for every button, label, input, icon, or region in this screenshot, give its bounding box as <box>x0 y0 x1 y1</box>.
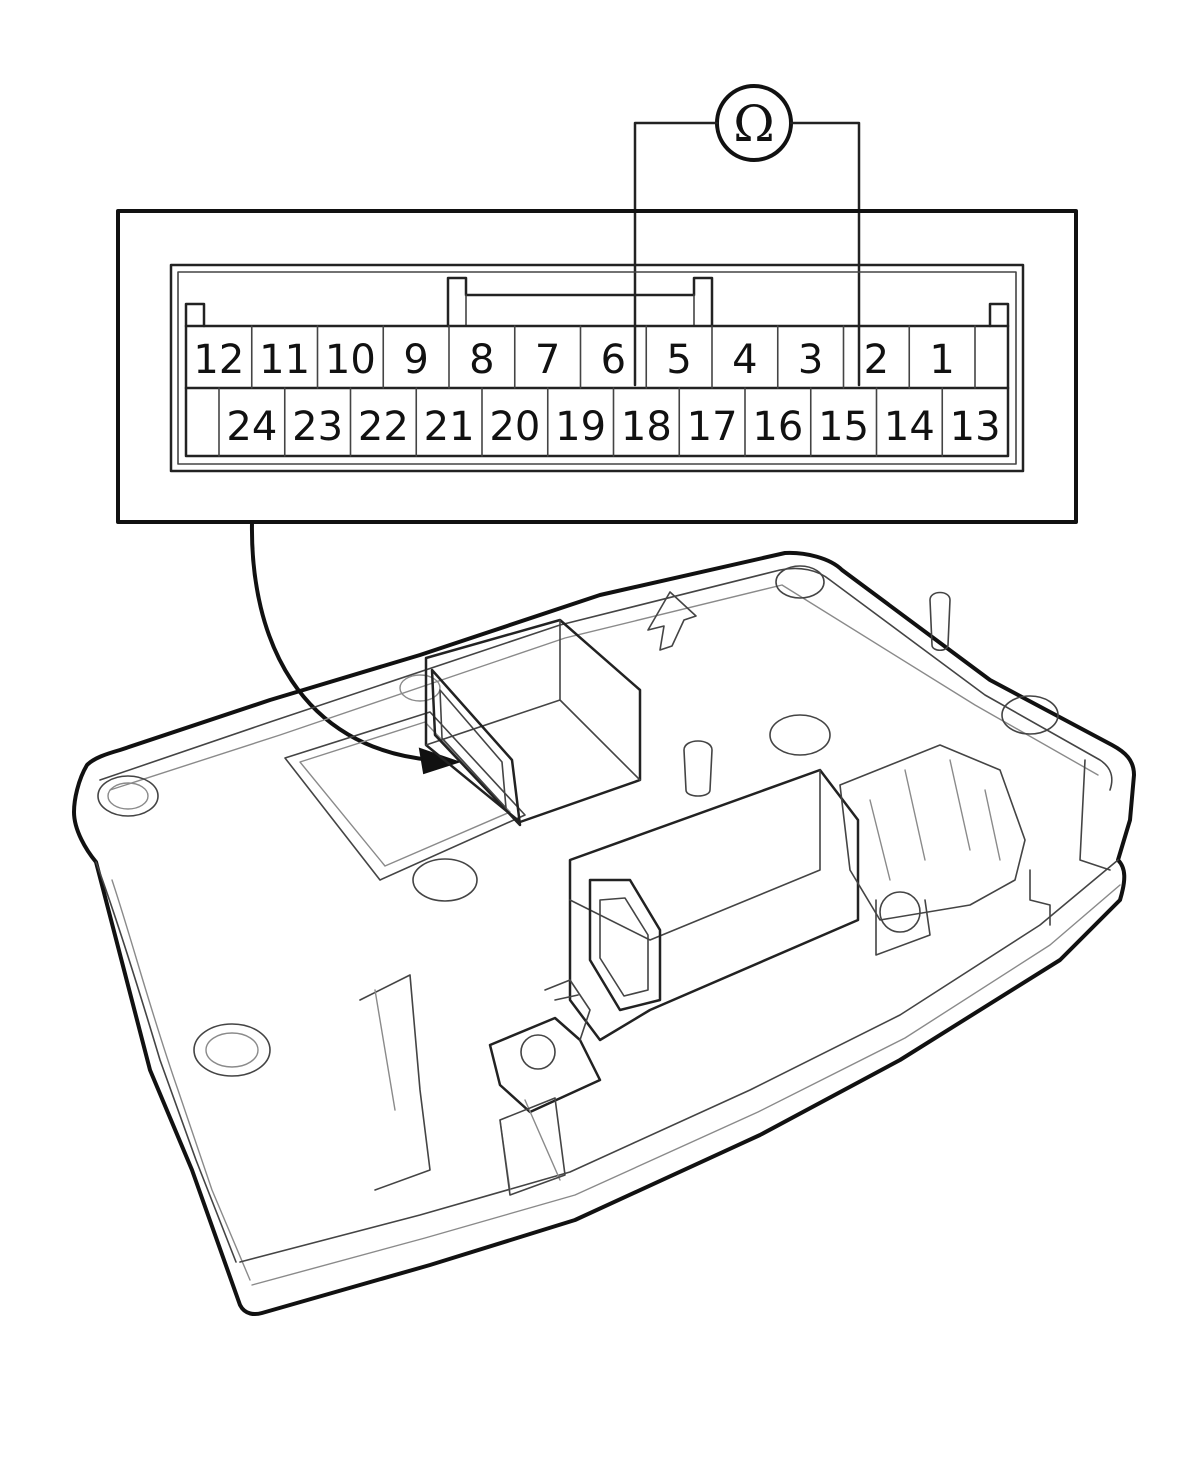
clip-notch <box>499 1097 566 1196</box>
bracket-block-edge <box>569 769 821 941</box>
pin-label-top: 8 <box>469 337 494 383</box>
probe-lead-right <box>789 121 861 387</box>
unit-bottom-edge-2 <box>251 884 1121 1286</box>
connector-lock-tab <box>446 276 714 328</box>
connector-guide-right <box>988 302 1010 390</box>
lower-wall <box>359 974 431 1191</box>
pin-label-bottom: 13 <box>950 404 1001 450</box>
mount-boss <box>193 1023 271 1077</box>
pin-label-top: 2 <box>864 337 889 383</box>
pin-label-bottom: 17 <box>687 404 738 450</box>
pin-label-bottom: 23 <box>292 404 343 450</box>
unit-top-rim-inner <box>109 584 1099 791</box>
pins-bottom-row: 24 23 22 21 20 19 18 17 16 15 14 13 <box>226 387 1001 457</box>
pin-label-top: 9 <box>403 337 428 383</box>
pin-label-bottom: 24 <box>226 404 277 450</box>
pin-label-bottom: 18 <box>621 404 672 450</box>
mount-boss <box>205 1032 259 1068</box>
socket-housing <box>424 618 642 824</box>
lower-wall-2 <box>374 989 561 1191</box>
locating-peg <box>929 591 951 652</box>
unit-right-step-2 <box>1079 759 1111 871</box>
pin-label-top: 10 <box>325 337 376 383</box>
ground-terminal <box>488 1016 602 1114</box>
connector-body-outer <box>169 263 1025 473</box>
bracket-window <box>588 878 662 1012</box>
right-cavity-ribs <box>869 759 1001 881</box>
switch-unit <box>72 550 1136 1316</box>
socket-opening-inner <box>439 689 507 809</box>
right-cavity <box>839 744 1026 921</box>
pin-label-top: 11 <box>259 337 310 383</box>
unit-front-edge-2 <box>111 879 251 1281</box>
unit-right-step <box>1029 869 1051 926</box>
ohm-symbol: Ω <box>733 95 774 153</box>
pin-label-top: 1 <box>929 337 954 383</box>
mount-boss <box>399 674 441 702</box>
pin-label-bottom: 21 <box>424 404 475 450</box>
unit-outline <box>72 550 1136 1316</box>
terminal-hole <box>520 1034 556 1070</box>
terminal-tab <box>544 979 591 1041</box>
pin-label-top: 6 <box>601 337 626 383</box>
socket-recess-inner <box>299 721 511 867</box>
unit-bottom-edge <box>239 859 1119 1263</box>
pin-label-top: 5 <box>666 337 691 383</box>
mount-boss <box>1001 695 1059 735</box>
pin-label-bottom: 14 <box>884 404 935 450</box>
pin-label-bottom: 15 <box>818 404 869 450</box>
bracket-block <box>568 768 860 1042</box>
socket-opening <box>430 668 522 827</box>
probe-lead-left <box>633 121 719 387</box>
bracket-window-inner <box>599 897 649 997</box>
mount-boss <box>107 782 149 810</box>
mount-boss <box>97 775 159 817</box>
socket-recess <box>284 711 526 881</box>
connector-body-inner <box>177 271 1017 465</box>
pin-label-bottom: 20 <box>489 404 540 450</box>
callout-frame <box>116 209 1078 524</box>
socket-housing-top <box>425 619 641 781</box>
pin-label-bottom: 22 <box>358 404 409 450</box>
pin-label-top: 12 <box>193 337 244 383</box>
pin-grid-outline <box>184 324 1010 458</box>
mount-boss <box>412 858 478 902</box>
ohmmeter: Ω <box>633 84 861 387</box>
connector-guide-left <box>184 302 206 390</box>
mount-boss <box>769 714 831 756</box>
direction-mark <box>647 591 697 651</box>
pin-label-top: 3 <box>798 337 823 383</box>
screw-post-base <box>875 899 931 956</box>
leader-line <box>249 520 434 762</box>
unit-top-rim <box>99 567 1113 791</box>
pin-label-bottom: 16 <box>752 404 803 450</box>
pin-label-top: 4 <box>732 337 757 383</box>
screw-post <box>879 891 921 933</box>
pin-label-bottom: 19 <box>555 404 606 450</box>
pin-label-top: 7 <box>535 337 560 383</box>
unit-front-edge <box>95 861 237 1263</box>
mount-boss <box>775 565 825 599</box>
locating-peg <box>683 740 713 797</box>
